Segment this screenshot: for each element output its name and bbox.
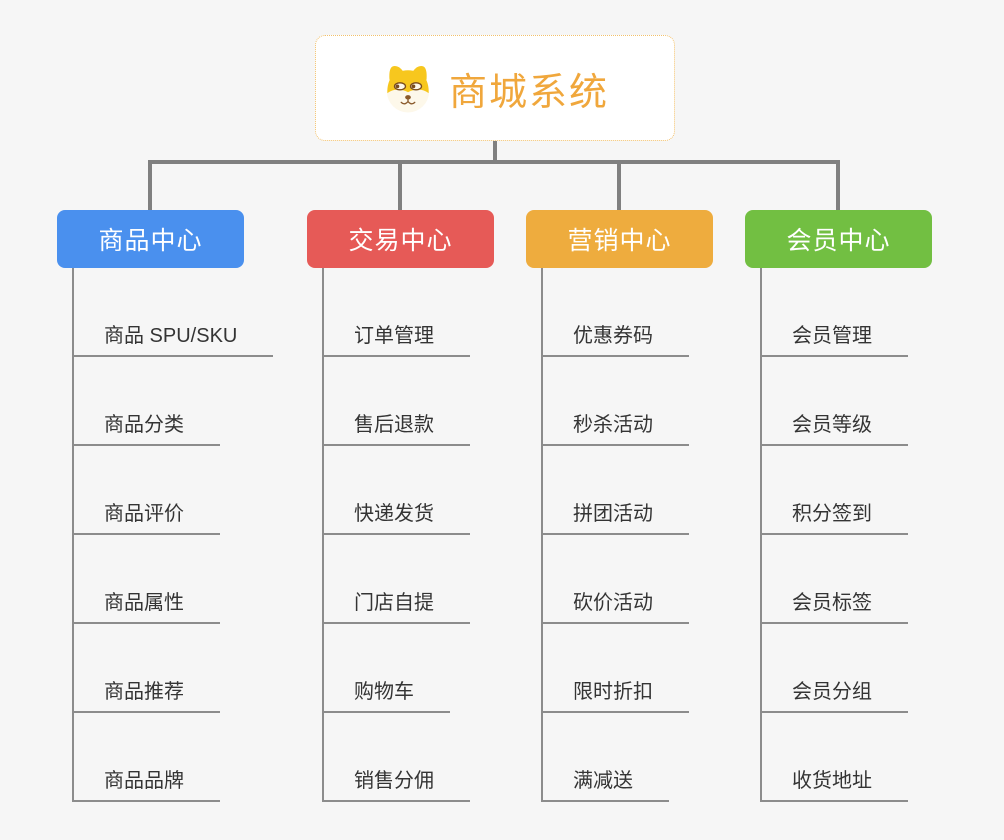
leaf-node[interactable]: 会员分组 <box>760 673 908 713</box>
connector-drop-member <box>836 160 840 210</box>
root-title: 商城系统 <box>448 71 609 114</box>
leaf-label: 秒杀活动 <box>573 414 653 436</box>
root-node-mall-system[interactable]: 商城系统 <box>315 35 675 141</box>
leaf-node[interactable]: 收货地址 <box>760 762 908 802</box>
leaf-label: 商品评价 <box>104 503 184 525</box>
leaf-node[interactable]: 限时折扣 <box>541 673 689 713</box>
leaf-label: 积分签到 <box>792 503 872 525</box>
leaf-label: 商品 SPU/SKU <box>104 325 238 347</box>
branch-node-marketing-center[interactable]: 营销中心 <box>526 210 713 268</box>
leaf-label: 商品品牌 <box>104 770 184 792</box>
leaf-label: 优惠券码 <box>573 325 653 347</box>
leaf-node[interactable]: 砍价活动 <box>541 584 689 624</box>
leaf-node[interactable]: 销售分佣 <box>322 762 470 802</box>
dog-face-icon <box>386 65 430 113</box>
leaf-node[interactable]: 优惠券码 <box>541 317 689 357</box>
leaf-node[interactable]: 满减送 <box>541 762 669 802</box>
leaf-label: 满减送 <box>573 770 633 792</box>
leaf-label: 会员标签 <box>792 592 872 614</box>
branch-node-product-center[interactable]: 商品中心 <box>57 210 244 268</box>
leaf-label: 快递发货 <box>354 503 434 525</box>
leaf-node[interactable]: 订单管理 <box>322 317 470 357</box>
connector-bus <box>148 160 840 164</box>
leaf-node[interactable]: 门店自提 <box>322 584 470 624</box>
leaf-node[interactable]: 会员等级 <box>760 406 908 446</box>
leaf-label: 会员分组 <box>792 681 872 703</box>
leaf-label: 限时折扣 <box>573 681 653 703</box>
leaf-node[interactable]: 购物车 <box>322 673 450 713</box>
leaf-node[interactable]: 售后退款 <box>322 406 470 446</box>
branch-node-member-center[interactable]: 会员中心 <box>745 210 932 268</box>
leaf-label: 会员等级 <box>792 414 872 436</box>
branch-label: 交易中心 <box>348 227 453 255</box>
leaf-label: 购物车 <box>354 681 414 703</box>
leaf-node[interactable]: 商品品牌 <box>72 762 220 802</box>
leaf-node[interactable]: 商品分类 <box>72 406 220 446</box>
leaf-label: 会员管理 <box>792 325 872 347</box>
leaf-node[interactable]: 会员管理 <box>760 317 908 357</box>
leaf-label: 收货地址 <box>792 770 872 792</box>
connector-drop-trade <box>398 160 402 210</box>
leaf-node[interactable]: 商品 SPU/SKU <box>72 317 274 357</box>
leaf-node[interactable]: 快递发货 <box>322 495 470 535</box>
leaf-node[interactable]: 积分签到 <box>760 495 908 535</box>
leaf-label: 订单管理 <box>354 325 434 347</box>
branch-label: 商品中心 <box>98 227 203 255</box>
leaf-label: 商品分类 <box>104 414 184 436</box>
leaf-node[interactable]: 会员标签 <box>760 584 908 624</box>
leaf-node[interactable]: 商品属性 <box>72 584 220 624</box>
leaf-label: 商品推荐 <box>104 681 184 703</box>
branch-label: 营销中心 <box>567 227 672 255</box>
connector-root-stem <box>493 141 497 162</box>
connector-drop-product <box>148 160 152 210</box>
branch-label: 会员中心 <box>786 227 891 255</box>
leaf-label: 门店自提 <box>354 592 434 614</box>
branch-node-trade-center[interactable]: 交易中心 <box>307 210 494 268</box>
leaf-node[interactable]: 拼团活动 <box>541 495 689 535</box>
leaf-label: 商品属性 <box>104 592 184 614</box>
leaf-label: 售后退款 <box>354 414 434 436</box>
leaf-node[interactable]: 商品推荐 <box>72 673 220 713</box>
leaf-label: 销售分佣 <box>354 770 434 792</box>
leaf-node[interactable]: 秒杀活动 <box>541 406 689 446</box>
leaf-label: 砍价活动 <box>573 592 653 614</box>
leaf-node[interactable]: 商品评价 <box>72 495 220 535</box>
leaf-label: 拼团活动 <box>573 503 653 525</box>
connector-drop-marketing <box>617 160 621 210</box>
